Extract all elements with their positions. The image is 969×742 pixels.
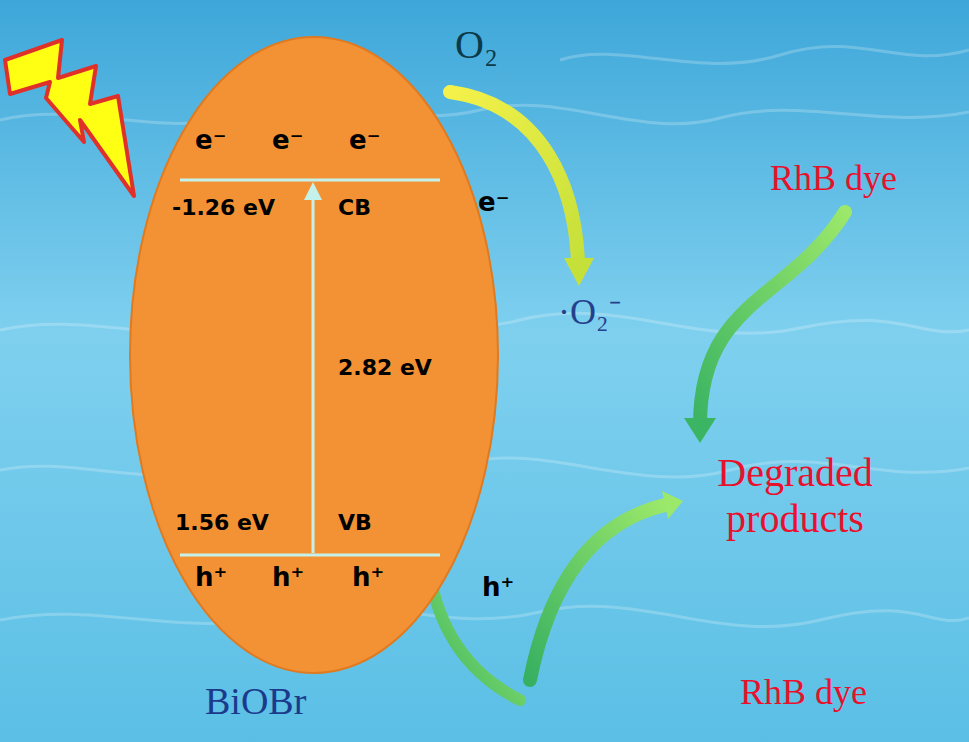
band-potential: -1.26 eV (172, 195, 275, 220)
excitation-arrow (312, 196, 315, 553)
electron-symbol: e⁻ (349, 126, 380, 156)
reaction-arrow (700, 212, 845, 425)
hole-symbol: h⁺ (482, 573, 514, 603)
reaction-arrow (530, 505, 665, 680)
species-label: O₂ (455, 22, 498, 68)
electron-symbol: e⁻ (478, 188, 509, 218)
dye-label: RhB dye (740, 672, 867, 713)
hole-symbol: h⁺ (195, 563, 227, 593)
product-label: Degraded products (675, 450, 915, 542)
electron-symbol: e⁻ (272, 126, 303, 156)
particle-body (130, 37, 498, 673)
electron-symbol: e⁻ (195, 126, 226, 156)
material-name: BiOBr (205, 680, 306, 724)
arrow-head (662, 491, 683, 519)
semiconductor-particle: e⁻e⁻e⁻-1.26 eVCB2.82 eV1.56 eVVBh⁺h⁺h⁺Bi… (128, 35, 500, 675)
conduction-band-line (180, 179, 440, 182)
band-gap: 2.82 eV (338, 355, 432, 380)
particle-ellipse (128, 35, 500, 675)
radical-label: ·O₂⁻ (558, 292, 621, 333)
band-name: VB (338, 510, 372, 535)
arrow-head (564, 258, 594, 286)
valence-band-line (180, 554, 440, 557)
band-name: CB (338, 195, 371, 220)
arrow-head (304, 182, 322, 200)
lightning-bolt (5, 40, 134, 196)
arrow-head (684, 418, 716, 443)
dye-label: RhB dye (770, 158, 897, 199)
hole-symbol: h⁺ (352, 563, 384, 593)
band-potential: 1.56 eV (175, 510, 269, 535)
hole-symbol: h⁺ (272, 563, 304, 593)
